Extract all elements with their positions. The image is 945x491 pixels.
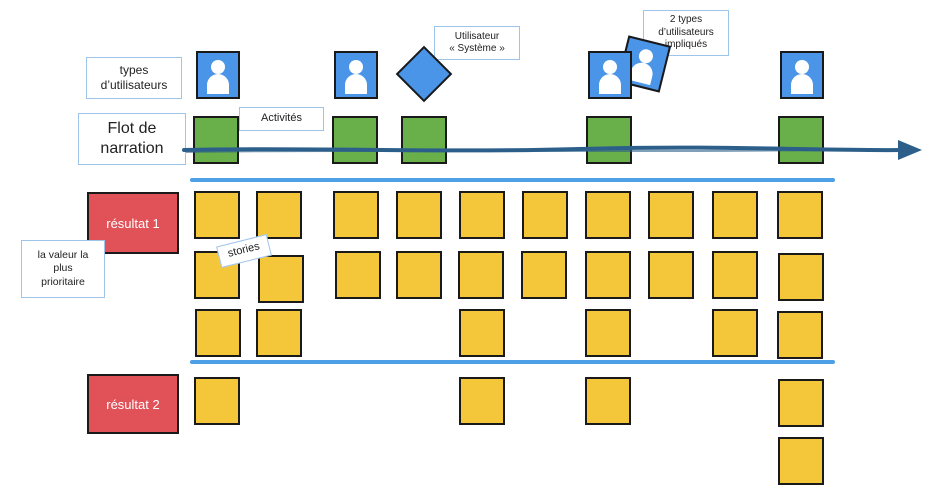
flot-de-narration-label: Flot de narration xyxy=(78,113,186,165)
resultat-2-label: résultat 2 xyxy=(87,374,179,434)
story-note xyxy=(194,191,240,239)
story-note xyxy=(521,251,567,299)
story-note xyxy=(335,251,381,299)
story-note xyxy=(258,255,304,303)
story-note xyxy=(459,309,505,357)
user-persona-icon xyxy=(334,51,378,99)
story-note xyxy=(194,377,240,425)
story-note xyxy=(459,191,505,239)
activity-card xyxy=(586,116,632,164)
story-note xyxy=(778,253,824,301)
story-note xyxy=(585,377,631,425)
activity-card xyxy=(778,116,824,164)
story-note xyxy=(195,309,241,357)
story-note xyxy=(585,309,631,357)
activites-label: Activités xyxy=(239,107,324,131)
types-utilisateurs-label: types d’utilisateurs xyxy=(86,57,182,99)
release-separator-top xyxy=(190,178,835,182)
story-note xyxy=(712,309,758,357)
story-note xyxy=(459,377,505,425)
story-note xyxy=(256,191,302,239)
story-note xyxy=(778,437,824,485)
activity-card xyxy=(401,116,447,164)
story-note xyxy=(648,191,694,239)
utilisateur-systeme-label: Utilisateur « Système » xyxy=(434,26,520,60)
valeur-prioritaire-label: la valeur la plus prioritaire xyxy=(21,240,105,298)
story-note xyxy=(585,251,631,299)
story-note xyxy=(396,191,442,239)
activity-card xyxy=(193,116,239,164)
story-note xyxy=(458,251,504,299)
story-note xyxy=(333,191,379,239)
story-note xyxy=(712,251,758,299)
story-note xyxy=(585,191,631,239)
story-note xyxy=(777,191,823,239)
story-note xyxy=(396,251,442,299)
story-note xyxy=(777,311,823,359)
story-note xyxy=(522,191,568,239)
user-persona-icon xyxy=(780,51,824,99)
story-note xyxy=(712,191,758,239)
story-note xyxy=(648,251,694,299)
user-persona-icon xyxy=(588,51,632,99)
activity-card xyxy=(332,116,378,164)
story-note xyxy=(778,379,824,427)
narrative-flow-arrow xyxy=(182,140,922,160)
release-separator-bottom xyxy=(190,360,835,364)
user-persona-icon xyxy=(196,51,240,99)
story-note xyxy=(256,309,302,357)
